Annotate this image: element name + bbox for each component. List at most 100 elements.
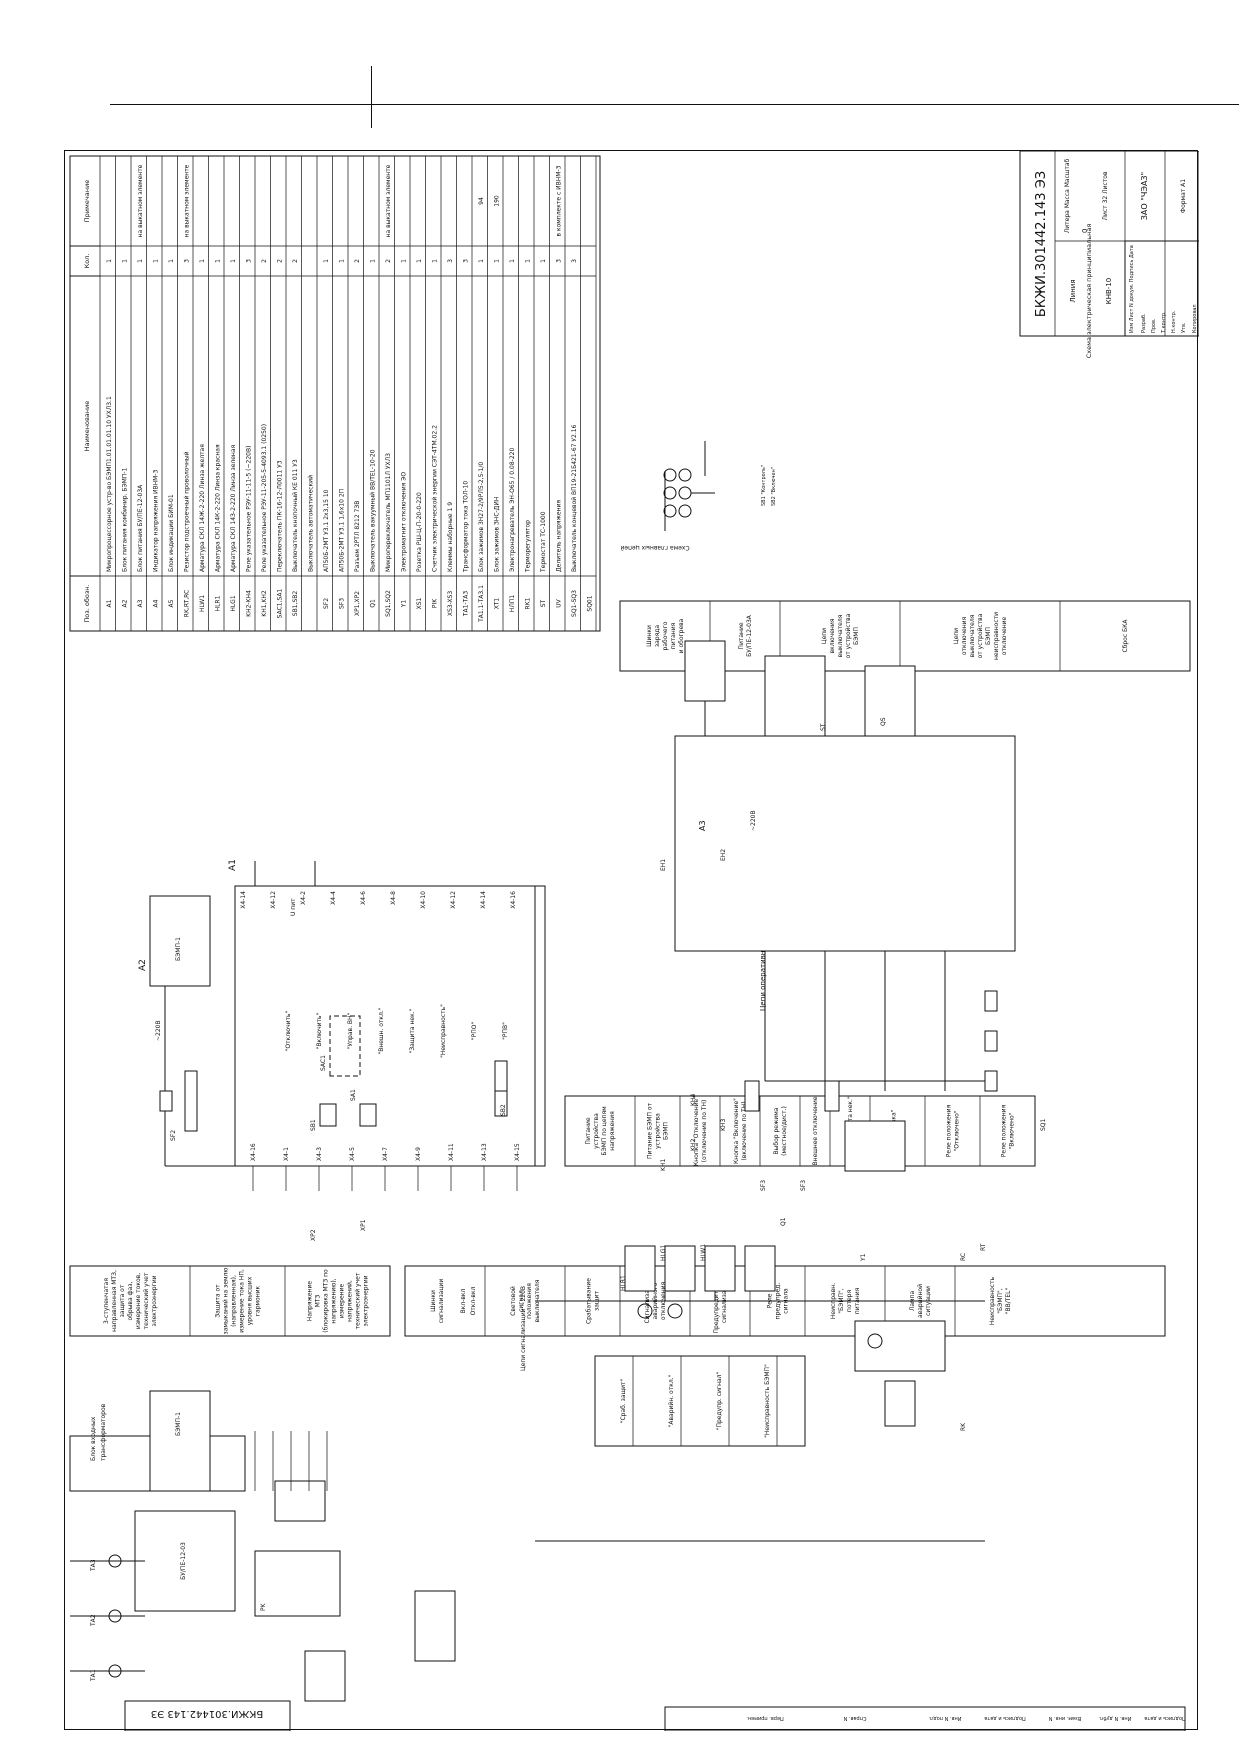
parts-cell: Разъем 2РТЛ 8212 7ЗВ bbox=[354, 501, 361, 572]
parts-cell: А4 bbox=[153, 599, 160, 607]
parts-header-2: Кол. bbox=[83, 254, 91, 269]
parts-cell: XS1 bbox=[416, 597, 423, 609]
stamp-field-4: Инв. N дубл. bbox=[1098, 1715, 1131, 1721]
desc-ur-line: БЭМП bbox=[985, 627, 992, 645]
a1-inputs-line1: Блок входных bbox=[90, 1416, 97, 1461]
parts-cell: 3 bbox=[571, 259, 578, 263]
parts-cell: XS3-XS3 bbox=[447, 591, 454, 617]
component-ref: KH3 bbox=[720, 1119, 727, 1131]
component-ref: Y1 bbox=[860, 1253, 867, 1262]
litera-header: Литера Масса Масштаб bbox=[1064, 158, 1071, 233]
parts-cell: 94 bbox=[478, 197, 485, 205]
stamp-field-5: Подпись и дата bbox=[1144, 1715, 1185, 1721]
signal-circuit: Блок входных трансформаторов БЭМП-1 БУ/П… bbox=[69, 1245, 985, 1702]
parts-cell: Выключатель концевой ВП19-21Б421-67 У2.1… bbox=[571, 424, 578, 572]
desc-ur-line: рабочего bbox=[662, 621, 669, 650]
a3-block bbox=[674, 735, 1016, 952]
parts-cell: АП50Б-2МТ У3.1 1,6х10 2П bbox=[339, 489, 346, 572]
parts-cell: 1 bbox=[370, 259, 377, 263]
desc-ur-line: неисправности bbox=[993, 612, 1000, 660]
parts-cell: Делитель напряжения bbox=[556, 500, 563, 572]
desc-ll-line: гармоник bbox=[255, 1285, 262, 1316]
a3-label: А3 bbox=[698, 820, 707, 831]
component-ref: HLW1 bbox=[700, 1244, 707, 1261]
desc-ur-line: от устройства bbox=[977, 613, 984, 658]
sig-row-2: Пров. bbox=[1151, 318, 1157, 333]
desc-ll-line: (блокировка МТЗ по bbox=[323, 1269, 330, 1333]
a1-block bbox=[234, 885, 546, 1167]
parts-cell: 1 bbox=[106, 259, 113, 263]
a1-pin-right: Х4-4 bbox=[330, 891, 337, 905]
component-ref: HLG1 bbox=[660, 1244, 667, 1261]
a1-func-label: "РПВ" bbox=[502, 1022, 509, 1040]
parts-cell: 1 bbox=[432, 259, 439, 263]
parts-cell: HLW1 bbox=[199, 595, 206, 612]
a1-pin-right: Х4-8 bbox=[390, 891, 397, 905]
signal-a1-block bbox=[594, 1355, 806, 1447]
lr-line: положения bbox=[526, 1283, 533, 1319]
parts-header-0: Поз. обозн. bbox=[83, 584, 91, 622]
parts-cell: Арматура СКЛ 14З-2-220 Линза зеленая bbox=[230, 444, 237, 572]
a3-circuit: А3 ~220В SF3 bbox=[674, 640, 1016, 1191]
desc-ll-line: уровня высших bbox=[247, 1276, 254, 1325]
a1-pin-left: Х4-5 bbox=[349, 1147, 356, 1161]
a1-pin-left: Х4-11 bbox=[448, 1143, 455, 1161]
parts-cell: на выкатном элементе bbox=[385, 164, 392, 237]
signal-contact-label: "Предупр. сигнал" bbox=[716, 1371, 723, 1430]
desc-ll-line: электроэнергии bbox=[151, 1275, 158, 1326]
top-tick bbox=[371, 66, 372, 128]
parts-cell: HLG1 bbox=[230, 595, 237, 612]
parts-cell: ST bbox=[540, 599, 547, 607]
parts-cell: SQ1-SQ3 bbox=[571, 590, 578, 617]
lr-header: Шинки bbox=[430, 1290, 437, 1312]
parts-cell: Трансформатор тока ТОЛ-10 bbox=[463, 481, 470, 573]
parts-cell: А2 bbox=[122, 599, 129, 607]
parts-cell: KH2-KH4 bbox=[246, 590, 253, 617]
stamp-field-1: Инв. N подл. bbox=[928, 1715, 961, 1721]
lr-header: сигнализации bbox=[438, 1279, 445, 1324]
parts-cell: Выключатель вакуумный ВВ/TEL-10-20 bbox=[370, 449, 377, 572]
parts-cell: 3 bbox=[556, 259, 563, 263]
parts-cell: Блок индикации БИМ-01 bbox=[168, 494, 175, 572]
desc-ll-line: замыканий на землю bbox=[223, 1268, 230, 1335]
parts-cell: 1 bbox=[540, 259, 547, 263]
signal-a5-block bbox=[854, 1320, 946, 1372]
rotated-drawing: БКЖИ.301442.143 ЭЗ Линия Схема электриче… bbox=[65, 150, 1200, 1732]
copied-label: Копировал bbox=[1192, 304, 1198, 333]
desc-ur-line: от устройства bbox=[845, 613, 852, 658]
a1-func-label: "Защита нек." bbox=[409, 1008, 416, 1053]
side-code-block: БКЖИ.301442.143 ЭЗ Перв. примен. Справ. … bbox=[124, 1700, 1186, 1732]
desc-ll-line: Защита от bbox=[215, 1284, 222, 1318]
parts-cell: ТА1-ТА3 bbox=[463, 591, 470, 618]
parts-cell: 1 bbox=[494, 259, 501, 263]
desc-ll-line: электроэнергии bbox=[363, 1275, 370, 1326]
signal-contact-label: "Неисправность БЭМП" bbox=[764, 1364, 771, 1438]
desc-ur-line: Шинки bbox=[646, 625, 653, 647]
parts-cell: 1 bbox=[168, 259, 175, 263]
component-ref: ТА1 bbox=[90, 1669, 97, 1682]
signal-contact-label: "Сраб. защит" bbox=[620, 1378, 627, 1423]
parts-cell: 3 bbox=[463, 259, 470, 263]
signal-title: Цепи сигнализации ~220В bbox=[520, 1286, 527, 1371]
desc-ul-line: устройства bbox=[655, 1113, 662, 1149]
desc-ul-line: Питание БЭМП от bbox=[647, 1102, 654, 1159]
parts-cell: KH1,KH2 bbox=[261, 590, 268, 617]
scheme-type: Схема электрическая принципиальная bbox=[1085, 224, 1093, 359]
a2-lower-name: БЭМП-1 bbox=[175, 1412, 182, 1436]
a1-pin-left: Х4-16 bbox=[250, 1143, 257, 1161]
a1-pin-left: Х4-7 bbox=[382, 1147, 389, 1161]
a1-pin-right: Х4-16 bbox=[510, 891, 517, 909]
parts-cell: PIK bbox=[432, 598, 439, 608]
desc-ul-line: Кнопка "Включение" bbox=[733, 1098, 740, 1164]
desc-ul-line: напряжения bbox=[609, 1111, 616, 1151]
desc-ll-line: обрыва фаз, bbox=[127, 1281, 134, 1320]
schematic-canvas: БКЖИ.301442.143 ЭЗ Линия Схема электриче… bbox=[69, 150, 1200, 1732]
parts-cell: 2 bbox=[292, 259, 299, 263]
desc-ur-line: Сброс БКА bbox=[1122, 619, 1129, 653]
desc-ul-line: Реле положения bbox=[1001, 1104, 1008, 1157]
parts-cell: RK1 bbox=[525, 597, 532, 609]
parts-cell: 1 bbox=[509, 259, 516, 263]
component-ref: EH1 bbox=[660, 859, 667, 871]
